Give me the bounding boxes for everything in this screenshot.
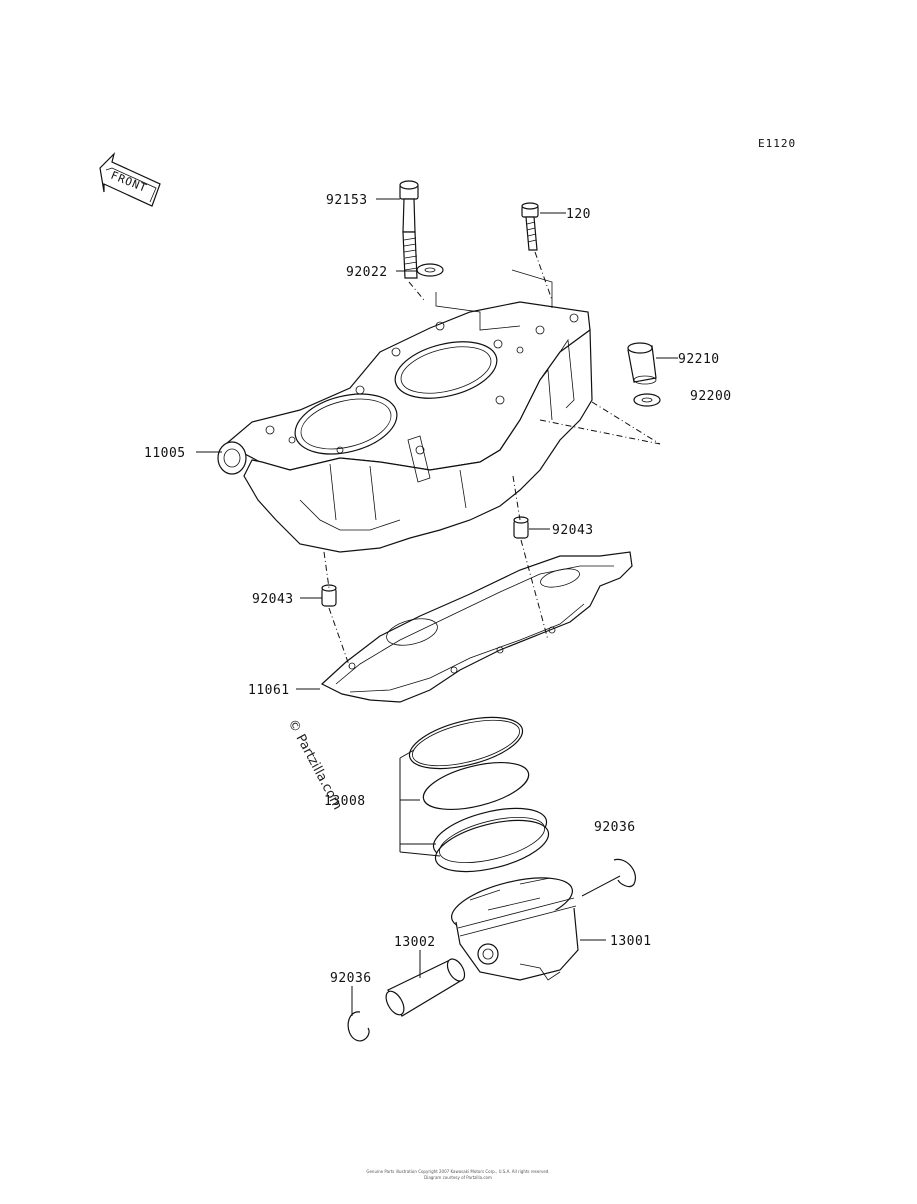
dowel-92043-left-shape <box>321 584 337 607</box>
guide-line <box>539 401 661 445</box>
bolt-120-shape <box>521 202 539 251</box>
footer-credit: Diagram courtesy of Partzilla.com <box>424 1175 492 1180</box>
piston-pin-shape <box>385 958 466 1017</box>
leader-lines <box>196 198 678 1016</box>
bolt-92153-shape <box>399 180 419 279</box>
piston-rings-shape <box>408 716 550 873</box>
guide-line <box>512 475 549 641</box>
guide-line <box>408 281 425 301</box>
washer-92200-shape <box>633 393 661 407</box>
callout-120: 120 <box>566 207 591 222</box>
callout-92043-left: 92043 <box>252 592 294 607</box>
gasket-11061-shape <box>320 551 633 703</box>
callout-92036-right: 92036 <box>594 820 636 835</box>
circlip-left-shape <box>347 1011 370 1042</box>
callout-92210: 92210 <box>678 352 720 367</box>
guide-line <box>534 251 553 301</box>
callout-92043-right: 92043 <box>552 523 594 538</box>
callout-92153: 92153 <box>326 193 368 208</box>
callout-13001: 13001 <box>610 934 652 949</box>
front-arrow-icon: FRONT <box>99 152 161 207</box>
dowel-92043-right-shape <box>513 516 529 539</box>
piston-shape <box>451 877 579 981</box>
washer-92022-shape <box>416 263 444 277</box>
callout-11005: 11005 <box>144 446 186 461</box>
watermark: © Partzilla.com <box>284 717 344 813</box>
callout-92036-left: 92036 <box>330 971 372 986</box>
callout-92200: 92200 <box>690 389 732 404</box>
footer-copyright: Genuine Parts illustration Copyright 200… <box>366 1169 549 1174</box>
diagram-code: E1120 <box>758 137 796 150</box>
callout-11061: 11061 <box>248 683 290 698</box>
guide-line <box>323 551 351 669</box>
callout-13008: 13008 <box>324 794 366 809</box>
cylinder-block-shape <box>217 269 593 553</box>
callout-13002: 13002 <box>394 935 436 950</box>
callout-92022: 92022 <box>346 265 388 280</box>
collar-92210-shape <box>627 342 657 385</box>
circlip-right-shape <box>613 858 636 888</box>
